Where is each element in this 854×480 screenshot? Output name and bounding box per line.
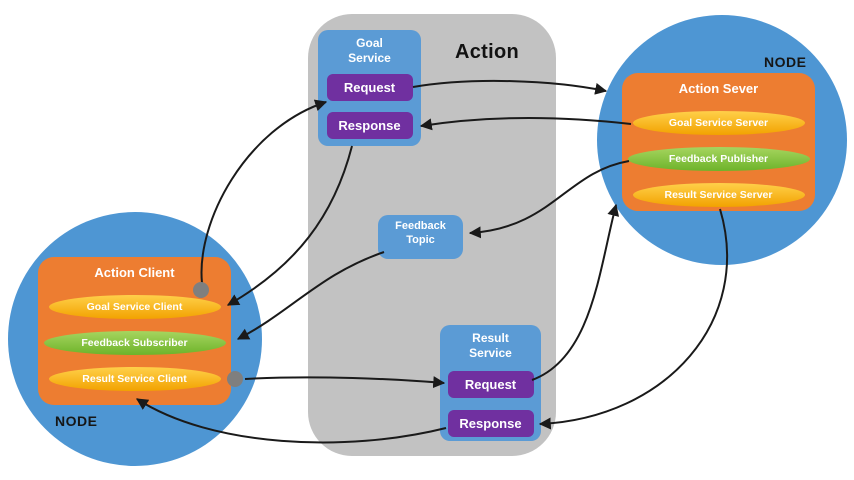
action-server-title: Action Sever: [678, 81, 759, 96]
diagram-title: Action: [455, 41, 520, 63]
result-response-box: Response: [447, 410, 534, 437]
result-service-client-pill: Result Service Client: [48, 367, 221, 391]
goal-response-box: Response: [326, 112, 413, 139]
result-request-box: Request: [447, 371, 534, 398]
result-service-box: Result Service Request Response: [440, 325, 541, 441]
goal-client-connector-dot: [193, 282, 209, 298]
feedback-subscriber-pill: Feedback Subscriber: [43, 331, 226, 355]
action-client-box: Action Client Goal Service Client Feedba…: [38, 257, 231, 405]
goal-service-server-pill: Goal Service Server: [632, 111, 805, 135]
result-service-title: Result Service: [469, 331, 512, 360]
client-node-label: NODE: [55, 413, 98, 429]
action-server-box: Action Sever Goal Service Server Feedbac…: [622, 73, 815, 211]
action-client-title: Action Client: [94, 265, 175, 280]
result-service-server-pill: Result Service Server: [632, 183, 805, 207]
goal-service-box: Goal Service Request Response: [318, 30, 421, 146]
server-node-label: NODE: [764, 54, 807, 70]
goal-request-box: Request: [326, 74, 413, 101]
result-client-connector-dot: [227, 371, 243, 387]
feedback-publisher-pill: Feedback Publisher: [627, 147, 810, 171]
goal-service-title: Goal Service: [348, 36, 391, 65]
goal-service-client-pill: Goal Service Client: [48, 295, 221, 319]
feedback-topic-box: Feedback Topic: [378, 215, 463, 259]
feedback-topic-title: Feedback Topic: [395, 220, 446, 246]
